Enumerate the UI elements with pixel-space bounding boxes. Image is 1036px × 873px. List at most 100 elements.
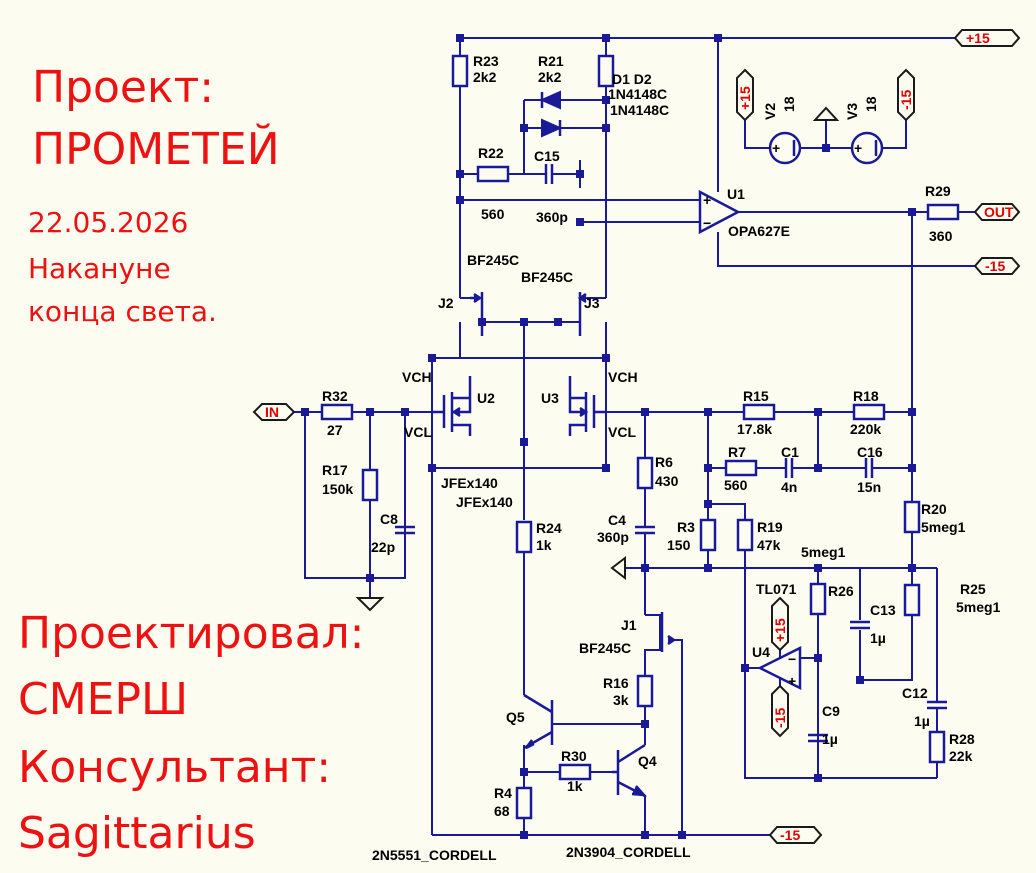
label-r21-val: 2k2 — [538, 69, 562, 85]
label-u4-val: TL071 — [756, 581, 797, 597]
net-flag-pos-top: +15 — [953, 29, 1021, 47]
capacitor-c4 — [635, 520, 655, 540]
label-q4-val: 2N3904_CORDELL — [566, 844, 691, 860]
label-r24-ref: R24 — [536, 520, 562, 536]
bjt-q4 — [612, 743, 648, 798]
label-r25-ref: R25 — [960, 581, 986, 597]
capacitor-c8 — [395, 520, 415, 540]
resistor-r22 — [476, 165, 510, 183]
date-text: 22.05.2026 — [28, 206, 189, 239]
label-r26-val: 5meg1 — [801, 544, 846, 560]
label-d12-ref: D1 D2 — [612, 71, 652, 87]
date-note-line2: конца света. — [28, 295, 217, 328]
resistors — [320, 54, 960, 820]
label-r15-val: 17.8k — [737, 421, 772, 437]
label-v2-ref: V2 — [762, 103, 778, 120]
svg-text:-15: -15 — [985, 258, 1005, 274]
resistor-r23 — [451, 54, 469, 88]
svg-text:OUT: OUT — [984, 204, 1014, 220]
svg-text:+: + — [772, 140, 780, 156]
resistor-r15 — [742, 403, 776, 421]
resistor-r32 — [320, 403, 354, 421]
label-q4-ref: Q4 — [638, 753, 657, 769]
label-r20-ref: R20 — [921, 501, 947, 517]
label-r22-val: 560 — [481, 206, 505, 222]
svg-text:+: + — [703, 192, 711, 208]
junctions — [301, 34, 916, 839]
label-u1-ref: U1 — [727, 186, 745, 202]
label-r15-ref: R15 — [743, 388, 769, 404]
project-label: Проект: — [32, 62, 215, 113]
label-u1-val: OPA627E — [728, 223, 790, 239]
mosfet-u3 — [568, 376, 606, 436]
label-j3-ref: J3 — [584, 295, 600, 311]
label-u2-vcl: VCL — [404, 424, 432, 440]
resistor-r7 — [724, 459, 758, 477]
label-j2-ref: J2 — [438, 295, 454, 311]
label-r32-ref: R32 — [322, 388, 348, 404]
label-r6-val: 430 — [655, 473, 679, 489]
net-flag-pos-v2: +15 — [736, 68, 754, 122]
capacitors — [395, 164, 947, 743]
bjt-q5 — [523, 693, 554, 750]
label-r29-val: 360 — [929, 228, 953, 244]
svg-text:+15: +15 — [737, 86, 753, 110]
designer-name: СМЕРШ — [18, 674, 189, 725]
label-d1-val: 1N4148C — [608, 86, 667, 102]
label-r32-val: 27 — [327, 422, 343, 438]
label-r3-val: 150 — [667, 537, 691, 553]
label-r23-val: 2k2 — [473, 69, 497, 85]
capacitor-c1 — [780, 458, 796, 478]
svg-text:+15: +15 — [772, 618, 788, 642]
net-flag-neg-u1: -15 — [973, 257, 1021, 275]
label-r17-ref: R17 — [322, 462, 348, 478]
ground-symbol-input — [355, 597, 385, 612]
capacitor-c12 — [927, 700, 947, 715]
resistor-r19 — [736, 518, 754, 552]
label-r30-ref: R30 — [561, 748, 587, 764]
project-name: ПРОМЕТЕЙ — [32, 124, 280, 175]
resistor-r20 — [903, 500, 921, 534]
label-r4-ref: R4 — [494, 785, 512, 801]
label-r3-ref: R3 — [677, 519, 695, 535]
svg-text:+: + — [788, 673, 796, 689]
label-c8-val: 22p — [371, 539, 395, 555]
label-q5-ref: Q5 — [506, 709, 525, 725]
capacitor-c13 — [850, 620, 870, 630]
resistor-r25 — [903, 583, 921, 617]
net-flag-pos-u4: +15 — [771, 596, 789, 652]
label-c9-ref: C9 — [822, 703, 840, 719]
ground-symbol-mid — [610, 555, 626, 581]
consultant-name: Sagittarius — [18, 808, 256, 859]
label-r16-ref: R16 — [603, 675, 629, 691]
resistor-r4 — [515, 786, 533, 820]
resistor-r30 — [558, 763, 592, 781]
capacitor-c16 — [860, 458, 876, 478]
label-v3-ref: V3 — [844, 103, 860, 120]
label-c12-val: 1µ — [914, 713, 930, 729]
svg-text:-15: -15 — [772, 708, 788, 728]
resistor-r16 — [636, 674, 654, 708]
label-r20-val: 5meg1 — [921, 519, 966, 535]
label-r18-val: 220k — [850, 421, 881, 437]
label-r22-ref: R22 — [478, 145, 504, 161]
label-j2-val: BF245C — [467, 252, 519, 268]
svg-text:-15: -15 — [780, 827, 800, 843]
label-v3-val: 18 — [863, 96, 879, 112]
svg-text:+: + — [854, 140, 862, 156]
label-q5-val: 2N5551_CORDELL — [372, 847, 497, 863]
label-j1-ref: J1 — [621, 617, 637, 633]
label-d2-val: 1N4148C — [610, 102, 669, 118]
label-r18-ref: R18 — [853, 388, 879, 404]
net-flag-in: IN — [252, 403, 296, 421]
label-c4-ref: C4 — [608, 512, 626, 528]
svg-text:-15: -15 — [898, 90, 914, 110]
consultant-label: Консультант: — [18, 742, 332, 793]
resistor-r21 — [597, 54, 615, 88]
date-note-line1: Накануне — [28, 252, 171, 285]
label-u3-ref: U3 — [541, 390, 559, 406]
component-labels: R23 2k2 R21 2k2 D1 D2 1N4148C 1N4148C R2… — [322, 53, 1001, 863]
diode-d1 — [539, 90, 561, 110]
label-r6-ref: R6 — [655, 454, 673, 470]
jfet-j1 — [660, 612, 677, 652]
